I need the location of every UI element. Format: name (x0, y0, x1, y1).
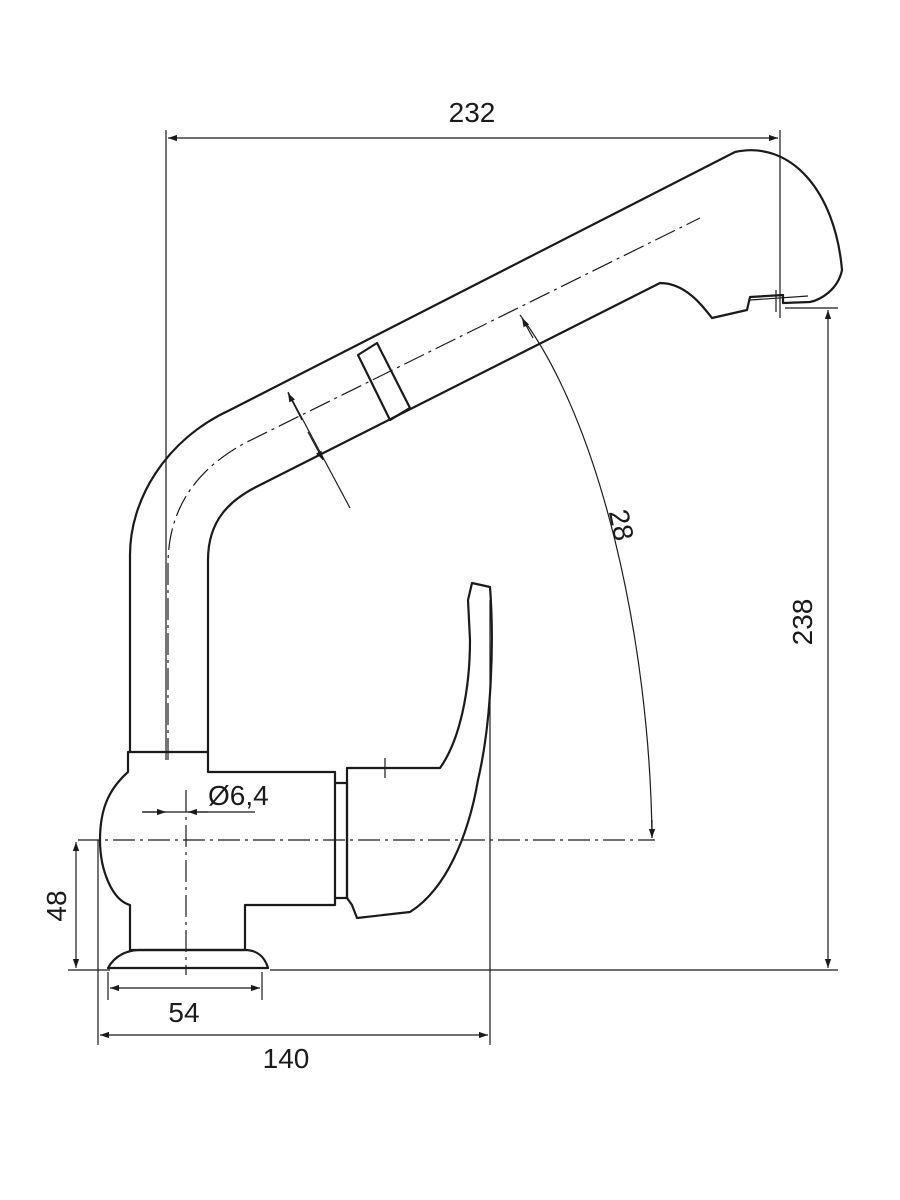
hole-diameter-label: Ø6,4 (208, 780, 269, 811)
spout-centerline (167, 217, 701, 760)
base-flange (106, 948, 270, 970)
valve-body (98, 750, 337, 952)
overall-width-label: 232 (449, 97, 496, 128)
base-height-label: 48 (41, 890, 72, 921)
lever-pivot-mark (372, 758, 398, 778)
base-diameter-label: 54 (168, 997, 199, 1028)
dim-overall-height: 238 (270, 307, 838, 971)
dim-spout-thickness (287, 391, 351, 509)
spout-angle-label: 28 (603, 507, 640, 544)
dim-hole-diameter: Ø6,4 (142, 780, 269, 816)
spout-collar (356, 341, 412, 422)
dim-spout-angle: 28 (519, 314, 656, 839)
dim-base-diameter: 54 (107, 972, 263, 1028)
dim-base-height: 48 (41, 842, 110, 971)
spout-outline (128, 149, 844, 754)
faucet-body (98, 149, 844, 970)
center-lines (78, 217, 701, 975)
dim-base-depth: 140 (97, 600, 491, 1074)
lever-handle (345, 581, 493, 920)
dim-overall-width: 232 (165, 97, 781, 760)
overall-height-label: 238 (787, 599, 818, 646)
aerator (749, 290, 809, 312)
base-depth-label: 140 (263, 1043, 310, 1074)
